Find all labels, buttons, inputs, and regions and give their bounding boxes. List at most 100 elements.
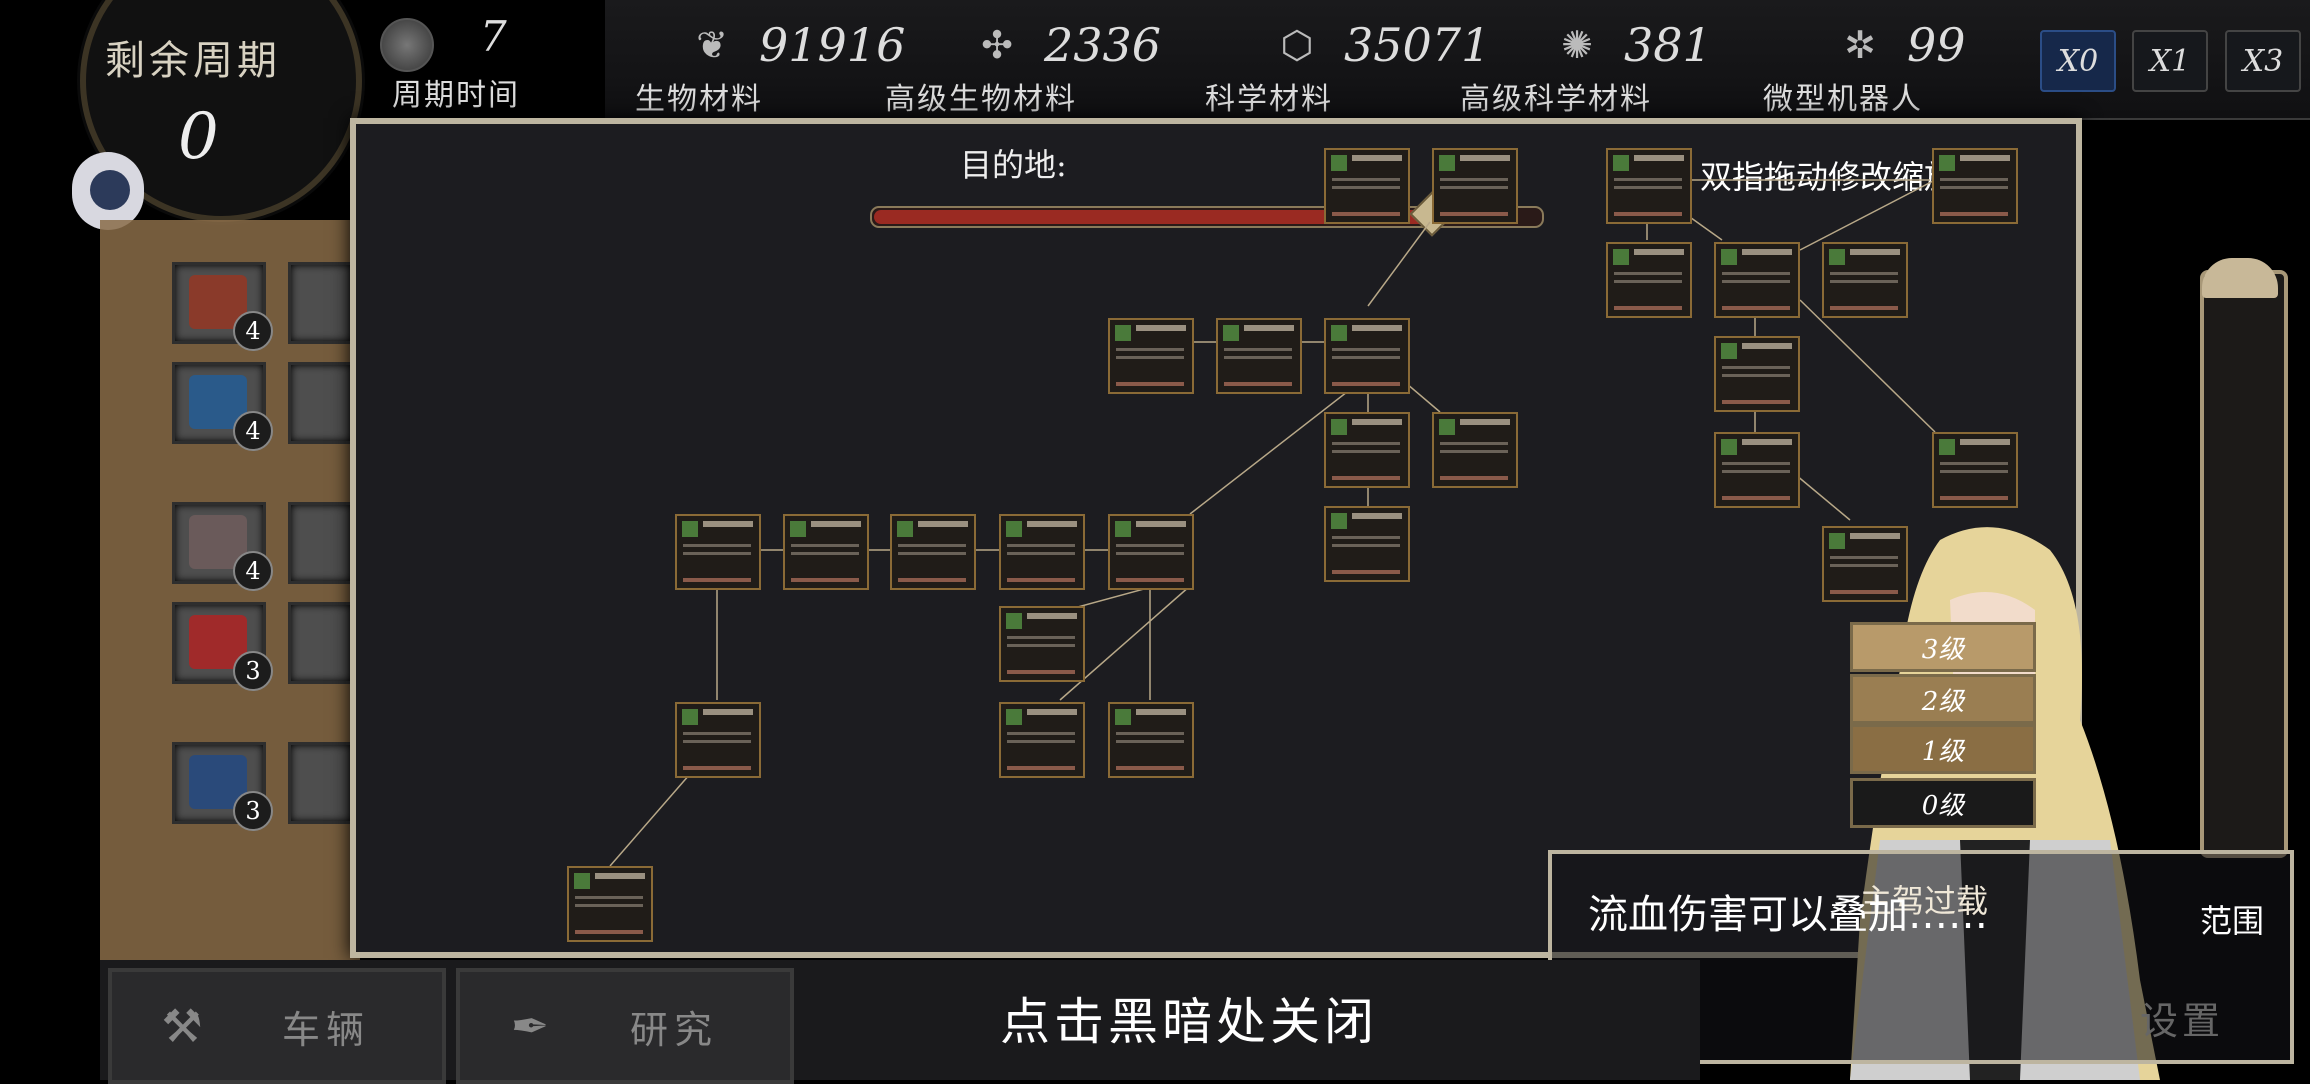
research-node[interactable] bbox=[1108, 702, 1194, 778]
research-node[interactable] bbox=[1606, 242, 1692, 318]
scroll-cap bbox=[2202, 258, 2278, 298]
inventory-slot[interactable]: 4 bbox=[172, 362, 273, 451]
resource-value: 2336 bbox=[1044, 18, 1162, 72]
research-node[interactable] bbox=[1714, 336, 1800, 412]
spider-bot-icon: ✲ bbox=[1844, 23, 1876, 67]
item-count-badge: 4 bbox=[233, 411, 273, 451]
dialog-text: 流血伤害可以叠加…… bbox=[1588, 892, 1988, 938]
research-node[interactable] bbox=[999, 702, 1085, 778]
research-node[interactable] bbox=[1714, 432, 1800, 508]
research-icon bbox=[682, 521, 698, 537]
resource-science: ⬡ 35071 bbox=[1270, 18, 1490, 72]
remaining-cycles-label: 剩余周期 bbox=[105, 38, 281, 84]
resource-name: 科学材料 bbox=[1205, 82, 1333, 117]
resource-name: 高级科学材料 bbox=[1460, 82, 1652, 117]
resource-value: 381 bbox=[1624, 18, 1712, 72]
research-button[interactable]: ✒ 研究 bbox=[456, 968, 794, 1084]
resource-name: 高级生物材料 bbox=[885, 82, 1077, 117]
research-icon bbox=[1721, 343, 1737, 359]
research-icon bbox=[1829, 249, 1845, 265]
research-icon bbox=[1331, 513, 1347, 529]
resource-name: 微型机器人 bbox=[1763, 82, 1923, 117]
inventory-slot[interactable]: 3 bbox=[172, 602, 273, 691]
research-node[interactable] bbox=[1932, 148, 2018, 224]
item-count-badge: 3 bbox=[233, 791, 273, 831]
inventory-slot[interactable] bbox=[288, 602, 354, 684]
speaker-name: 主驾过载 bbox=[1860, 882, 1989, 920]
research-node[interactable] bbox=[1108, 318, 1194, 394]
chat-icon bbox=[90, 170, 130, 210]
vehicle-button[interactable]: ⚒ 车辆 bbox=[108, 968, 446, 1084]
research-node[interactable] bbox=[783, 514, 869, 590]
inventory-slot[interactable]: 3 bbox=[172, 742, 273, 831]
destination-label: 目的地: bbox=[960, 146, 1067, 184]
speed-x3-button[interactable]: X3 bbox=[2225, 30, 2301, 92]
level-1-button[interactable]: 1级 bbox=[1850, 724, 2036, 774]
settings-button[interactable]: 设置 bbox=[2140, 999, 2225, 1043]
research-node[interactable] bbox=[1822, 526, 1908, 602]
research-icon bbox=[682, 709, 698, 725]
research-icon bbox=[1439, 419, 1455, 435]
close-hint[interactable]: 点击黑暗处关闭 bbox=[1000, 993, 1378, 1051]
research-icon bbox=[897, 521, 913, 537]
research-node[interactable] bbox=[1714, 242, 1800, 318]
destination-slider-fill bbox=[874, 210, 1430, 224]
inventory-slot[interactable]: 4 bbox=[172, 262, 273, 351]
atom-icon: ✺ bbox=[1561, 23, 1593, 67]
research-node[interactable] bbox=[1932, 432, 2018, 508]
research-node[interactable] bbox=[890, 514, 976, 590]
research-node[interactable] bbox=[1432, 412, 1518, 488]
research-icon bbox=[1439, 155, 1455, 171]
research-label: 研究 bbox=[630, 1007, 719, 1052]
research-icon bbox=[1721, 249, 1737, 265]
range-label: 范围 bbox=[2200, 902, 2265, 940]
inventory-slot[interactable] bbox=[288, 742, 354, 824]
resource-value: 91916 bbox=[759, 18, 906, 72]
inventory-slot[interactable]: 4 bbox=[172, 502, 273, 591]
resource-bio: ❦ 91916 bbox=[685, 18, 905, 72]
level-3-button[interactable]: 3级 bbox=[1850, 622, 2036, 672]
speed-x1-button[interactable]: X1 bbox=[2132, 30, 2208, 92]
research-icon bbox=[1115, 709, 1131, 725]
zoom-hint: 双指拖动修改缩放 bbox=[1700, 158, 1957, 196]
research-node[interactable] bbox=[675, 514, 761, 590]
research-icon bbox=[1006, 521, 1022, 537]
research-icon bbox=[1115, 325, 1131, 341]
research-node[interactable] bbox=[567, 866, 653, 942]
period-time-label: 周期时间 bbox=[392, 78, 520, 113]
research-node[interactable] bbox=[999, 514, 1085, 590]
research-node[interactable] bbox=[1324, 318, 1410, 394]
research-node[interactable] bbox=[1108, 514, 1194, 590]
research-node[interactable] bbox=[999, 606, 1085, 682]
research-icon bbox=[574, 873, 590, 889]
item-count-badge: 3 bbox=[233, 651, 273, 691]
resource-adv-science: ✺ 381 bbox=[1550, 18, 1712, 72]
research-node[interactable] bbox=[1324, 148, 1410, 224]
research-icon bbox=[1829, 533, 1845, 549]
research-icon bbox=[1223, 325, 1239, 341]
research-icon bbox=[1331, 325, 1347, 341]
period-time-value: 7 bbox=[480, 12, 507, 61]
research-node[interactable] bbox=[1324, 506, 1410, 582]
speed-x0-button[interactable]: X0 bbox=[2040, 30, 2116, 92]
resource-value: 35071 bbox=[1344, 18, 1491, 72]
range-scroll-bar[interactable] bbox=[2200, 270, 2288, 858]
research-node[interactable] bbox=[1432, 148, 1518, 224]
inventory-slot[interactable] bbox=[288, 502, 354, 584]
compass-icon bbox=[380, 18, 434, 72]
resource-value: 99 bbox=[1907, 18, 1966, 72]
vehicle-label: 车辆 bbox=[282, 1007, 371, 1052]
research-node[interactable] bbox=[1216, 318, 1302, 394]
research-icon bbox=[1331, 419, 1347, 435]
remaining-cycles-value: 0 bbox=[178, 100, 219, 174]
research-node[interactable] bbox=[1606, 148, 1692, 224]
inventory-slot[interactable] bbox=[288, 262, 354, 344]
research-node[interactable] bbox=[1822, 242, 1908, 318]
level-0-button[interactable]: 0级 bbox=[1850, 778, 2036, 828]
research-icon bbox=[1006, 709, 1022, 725]
research-node[interactable] bbox=[1324, 412, 1410, 488]
research-icon bbox=[1115, 521, 1131, 537]
research-node[interactable] bbox=[675, 702, 761, 778]
paw-icon: ❦ bbox=[696, 23, 728, 67]
level-2-button[interactable]: 2级 bbox=[1850, 674, 2036, 724]
